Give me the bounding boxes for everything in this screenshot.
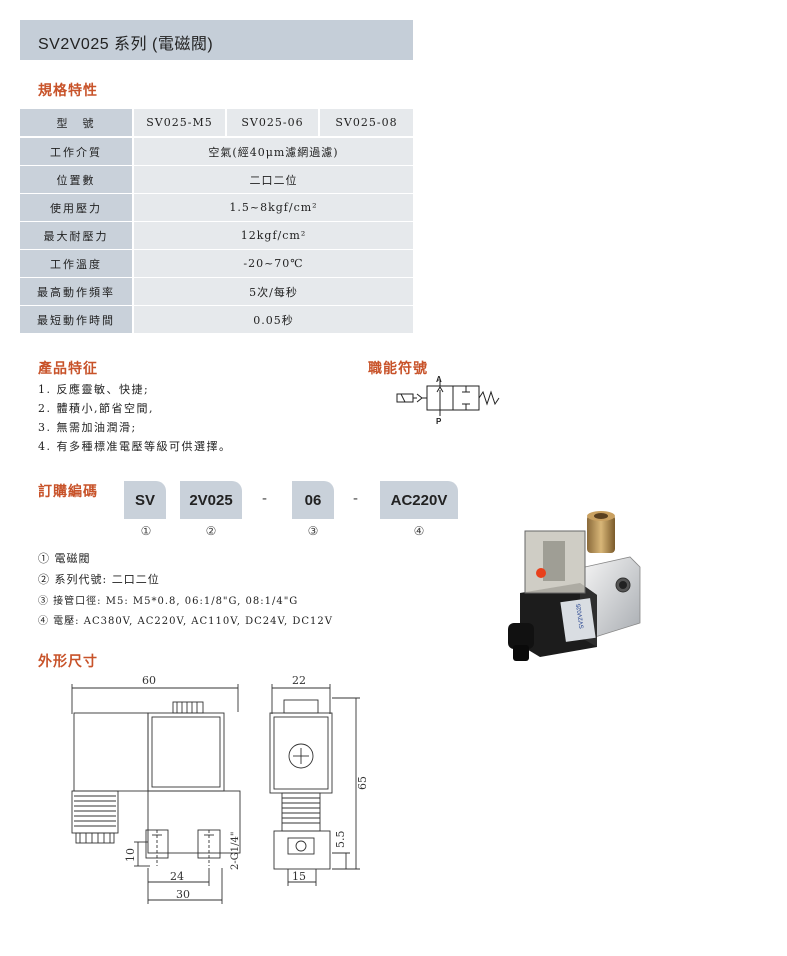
order-code-dash: - [262, 490, 267, 507]
order-note: ④ 電壓: AC380V, AC220V, AC110V, DC24V, DC1… [38, 616, 333, 627]
valve-symbol-icon: A P [396, 376, 500, 426]
spec-value: 1.5~8kgf/cm² [134, 194, 413, 221]
spec-value: 12kgf/cm² [134, 222, 413, 249]
spec-value: 5次/每秒 [134, 278, 413, 305]
spec-value: 二口二位 [134, 166, 413, 193]
page-title-bar: SV2V025 系列 (電磁閥) [20, 20, 413, 60]
feature-item: 1. 反應靈敏、快捷; [38, 383, 150, 396]
order-marker: ① [140, 524, 152, 538]
specs-heading: 規格特性 [38, 82, 98, 98]
spec-row-max-pressure: 最大耐壓力 12kgf/cm² [20, 222, 413, 249]
solenoid-valve-photo: SV2V025 [508, 511, 641, 661]
spec-value-m5: SV025-M5 [134, 109, 225, 136]
spec-label: 最大耐壓力 [20, 222, 132, 249]
spec-value: 空氣(經40μm濾網過濾) [134, 138, 413, 165]
spec-row-frequency: 最高動作頻率 5次/每秒 [20, 278, 413, 305]
spec-value: -20~70℃ [134, 250, 413, 277]
order-code-port: 06 [292, 481, 334, 519]
spec-row-pressure: 使用壓力 1.5~8kgf/cm² [20, 194, 413, 221]
dim-label-port-g: 2-G1/4" [230, 832, 241, 870]
spec-row-medium: 工作介質 空氣(經40μm濾網過濾) [20, 138, 413, 165]
dim-label-15: 15 [292, 870, 306, 883]
indicator-led [536, 568, 546, 578]
port-p-label: P [436, 417, 442, 426]
feature-item: 2. 體積小,節省空間, [38, 402, 154, 415]
dim-label-65: 65 [356, 776, 369, 790]
spec-label: 使用壓力 [20, 194, 132, 221]
coil-label: SV2V025 [576, 603, 586, 630]
dimension-drawing: 60 22 65 5.5 10 2-G1/4" 24 30 15 [71, 674, 369, 904]
order-note: ② 系列代號: 二口二位 [38, 573, 160, 586]
features-heading: 產品特征 [38, 360, 98, 376]
feature-item: 4. 有多種標准電壓等級可供選擇。 [38, 440, 232, 453]
order-code-series: 2V025 [180, 481, 242, 519]
order-marker: ② [205, 524, 217, 538]
spec-label: 工作溫度 [20, 250, 132, 277]
spec-row-response-time: 最短動作時間 0.05秒 [20, 306, 413, 333]
order-heading: 訂購編碼 [38, 483, 98, 499]
feature-item: 3. 無需加油潤滑; [38, 421, 137, 434]
spec-row-positions: 位置數 二口二位 [20, 166, 413, 193]
dim-label-60: 60 [142, 674, 156, 687]
spec-row-model: 型 號 SV025-M5 SV025-06 SV025-08 [20, 109, 413, 136]
spec-value-06: SV025-06 [227, 109, 318, 136]
order-note: ③ 接管口徑: M5: M5*0.8, 06:1/8"G, 08:1/4"G [38, 596, 299, 607]
dim-label-30: 30 [176, 888, 190, 901]
spec-label: 最短動作時間 [20, 306, 132, 333]
spec-label: 位置數 [20, 166, 132, 193]
order-marker: ④ [413, 524, 425, 538]
dim-label-22: 22 [292, 674, 306, 687]
order-code-voltage: AC220V [380, 481, 458, 519]
spec-value: 0.05秒 [134, 306, 413, 333]
connector-knob [508, 623, 534, 649]
dim-label-24: 24 [170, 870, 184, 883]
page-title: SV2V025 系列 (電磁閥) [38, 36, 214, 53]
spec-label: 最高動作頻率 [20, 278, 132, 305]
order-note: ① 電磁閥 [38, 552, 91, 565]
spec-value-08: SV025-08 [320, 109, 413, 136]
symbol-heading: 職能符號 [368, 360, 428, 376]
spec-row-temperature: 工作溫度 -20~70℃ [20, 250, 413, 277]
dimensions-heading: 外形尺寸 [38, 653, 98, 669]
order-marker: ③ [307, 524, 319, 538]
order-code-series-prefix: SV [124, 481, 166, 519]
dim-label-5-5: 5.5 [334, 831, 347, 849]
spec-label: 型 號 [20, 109, 132, 136]
solenoid-symbol [396, 393, 414, 403]
dim-label-10: 10 [124, 848, 137, 862]
brass-nut [587, 515, 615, 553]
spec-label: 工作介質 [20, 138, 132, 165]
port-a-label: A [436, 376, 442, 384]
order-code-dash: - [353, 490, 358, 507]
